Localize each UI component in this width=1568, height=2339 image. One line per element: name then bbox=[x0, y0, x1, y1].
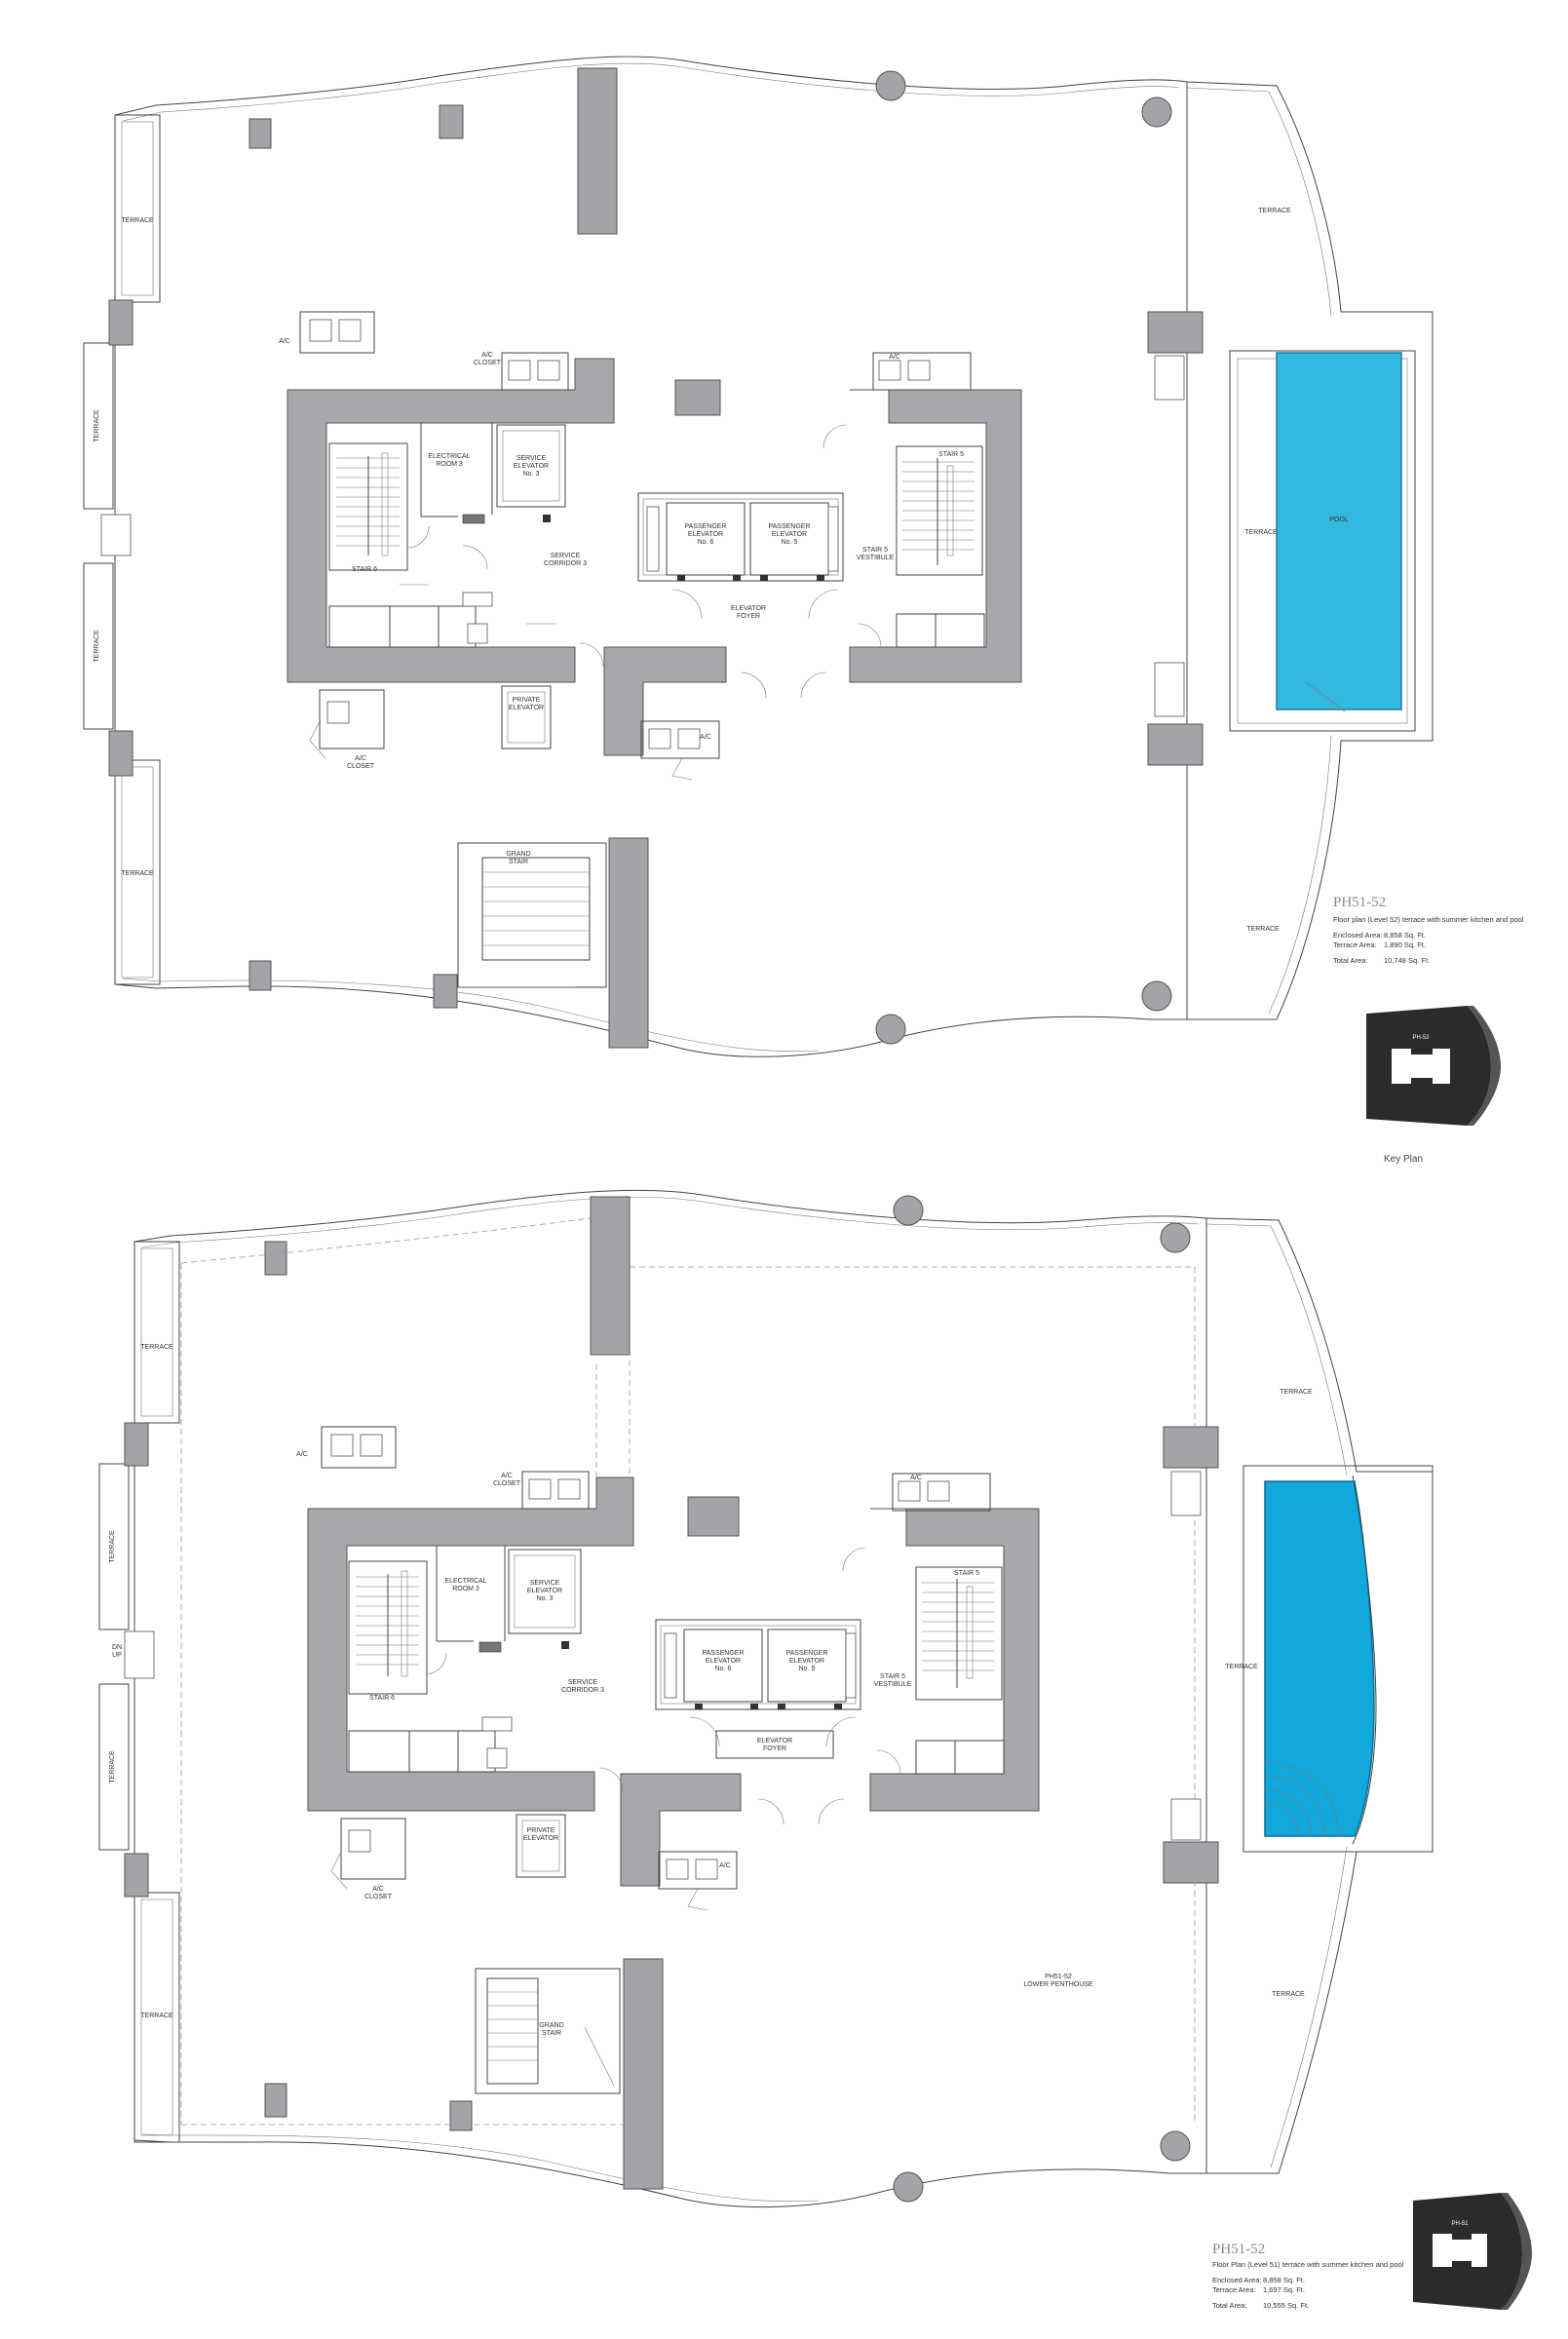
upper-label-terrace-right-bottom: TERRACE bbox=[1246, 926, 1280, 933]
lower-label-terrace-left-3: TERRACE bbox=[109, 1750, 116, 1783]
lower-core bbox=[307, 1476, 1040, 1887]
upper-enclosed-label: Enclosed Area: bbox=[1333, 931, 1382, 939]
lower-plan-description: Floor Plan (Level 51) terrace with summe… bbox=[1212, 2260, 1404, 2269]
upper-label-terrace-right-mid: TERRACE bbox=[1244, 529, 1278, 536]
lower-label-terrace-right-top: TERRACE bbox=[1280, 1389, 1313, 1396]
lower-key-plan-unit: PH-51 bbox=[1451, 2221, 1469, 2227]
lower-grand-stair bbox=[475, 1968, 621, 2094]
upper-label-ac-3: A/C bbox=[700, 734, 711, 741]
upper-label-terrace-left-2: TERRACE bbox=[94, 409, 100, 442]
upper-label-terrace-left-1: TERRACE bbox=[121, 217, 154, 224]
lower-enclosed-label: Enclosed Area: bbox=[1212, 2276, 1261, 2284]
upper-label-terrace-left-3: TERRACE bbox=[94, 630, 100, 663]
lower-label-ac-2: A/C bbox=[910, 1475, 922, 1481]
lower-stair-6-treads bbox=[356, 1570, 419, 1677]
upper-total-value: 10,748 Sq. Ft. bbox=[1384, 956, 1430, 965]
lower-total-value: 10,555 Sq. Ft. bbox=[1263, 2301, 1309, 2310]
upper-pool bbox=[1154, 350, 1416, 732]
upper-plan-description: Floor plan (Level 52) terrace with summe… bbox=[1333, 915, 1524, 924]
lower-room-labels: TERRACE TERRACE TERRACE TERRACE TERRACE … bbox=[109, 1344, 1313, 2037]
upper-stair-5-treads bbox=[902, 458, 975, 565]
lower-label-terrace-left-2: TERRACE bbox=[109, 1530, 116, 1563]
upper-key-plan: PH-52 Key Plan bbox=[1366, 1006, 1501, 1165]
upper-total-label: Total Area: bbox=[1333, 956, 1367, 965]
lower-floor-plan: TERRACE TERRACE TERRACE TERRACE TERRACE … bbox=[98, 1189, 1532, 2310]
upper-key-plan-unit: PH-52 bbox=[1412, 1035, 1430, 1041]
lower-enclosed-value: 8,858 Sq. Ft. bbox=[1263, 2276, 1305, 2284]
lower-key-plan: PH-51 bbox=[1413, 2193, 1532, 2310]
lower-terrace-label: Terrace Area: bbox=[1212, 2285, 1256, 2294]
lower-terrace-value: 1,697 Sq. Ft. bbox=[1263, 2285, 1305, 2294]
upper-room-labels: TERRACE TERRACE TERRACE TERRACE TERRACE … bbox=[94, 208, 1349, 933]
lower-info-block: PH51-52 Floor Plan (Level 51) terrace wi… bbox=[1212, 2242, 1404, 2310]
upper-key-plan-caption: Key Plan bbox=[1384, 1154, 1423, 1165]
upper-ac-closets bbox=[299, 311, 972, 781]
upper-pool-water bbox=[1276, 352, 1402, 710]
lower-pool-water bbox=[1264, 1480, 1375, 1837]
upper-enclosed-value: 8,858 Sq. Ft. bbox=[1384, 931, 1426, 939]
lower-columns bbox=[124, 1195, 1219, 2203]
upper-core bbox=[287, 358, 1022, 756]
upper-plan-title: PH51-52 bbox=[1333, 895, 1386, 910]
upper-label-stair-5: STAIR 5 bbox=[938, 451, 964, 458]
upper-label-pool: POOL bbox=[1329, 517, 1349, 523]
lower-ac-closets bbox=[321, 1426, 991, 1911]
upper-left-terraces bbox=[83, 114, 161, 985]
lower-label-stair-6: STAIR 6 bbox=[369, 1695, 395, 1702]
lower-pool bbox=[1170, 1465, 1434, 1853]
lower-guide-lines bbox=[180, 1217, 1196, 2126]
lower-label-terrace-right-mid: TERRACE bbox=[1225, 1664, 1258, 1670]
upper-columns bbox=[108, 67, 1204, 1049]
upper-terrace-value: 1,890 Sq. Ft. bbox=[1384, 940, 1426, 949]
lower-label-ac-3: A/C bbox=[719, 1862, 731, 1869]
lower-label-ac-1: A/C bbox=[296, 1451, 308, 1458]
lower-label-terrace-left-4: TERRACE bbox=[140, 2013, 173, 2019]
lower-label-terrace-right-bottom: TERRACE bbox=[1272, 1991, 1305, 1998]
upper-grand-stair bbox=[457, 842, 607, 988]
upper-label-terrace-left-4: TERRACE bbox=[121, 870, 154, 877]
upper-terrace-label: Terrace Area: bbox=[1333, 940, 1377, 949]
upper-stair-6-treads bbox=[336, 452, 400, 556]
upper-label-terrace-right-top: TERRACE bbox=[1258, 208, 1291, 214]
lower-total-label: Total Area: bbox=[1212, 2301, 1246, 2310]
upper-label-ac-1: A/C bbox=[279, 338, 290, 345]
upper-floor-plan: TERRACE TERRACE TERRACE TERRACE TERRACE … bbox=[83, 56, 1524, 1165]
lower-label-terrace-left-1: TERRACE bbox=[140, 1344, 173, 1351]
lower-label-stair-5: STAIR 5 bbox=[954, 1570, 979, 1577]
lower-stair-5-treads bbox=[922, 1579, 994, 1688]
upper-info-block: PH51-52 Floor plan (Level 52) terrace wi… bbox=[1333, 895, 1524, 965]
lower-left-terraces bbox=[98, 1241, 180, 2143]
lower-plan-title: PH51-52 bbox=[1212, 2242, 1265, 2257]
upper-label-stair-6: STAIR 6 bbox=[352, 566, 377, 573]
upper-label-ac-2: A/C bbox=[889, 354, 900, 361]
